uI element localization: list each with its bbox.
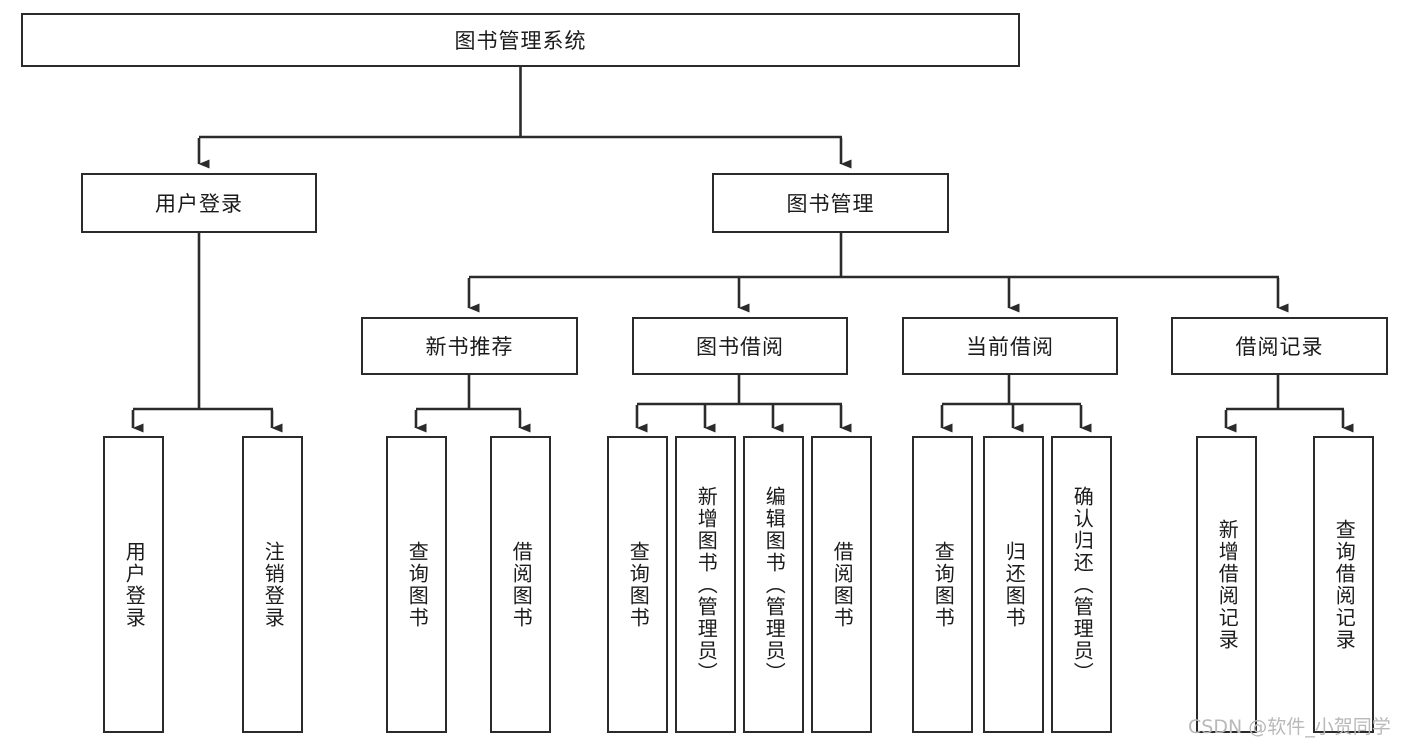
leaf-recommend-borrow-book[interactable]: 借阅图书 [490, 436, 551, 733]
watermark: CSDN @软件_小贺同学 [1188, 716, 1391, 738]
node-current-borrow-label: 当前借阅 [966, 335, 1054, 359]
leaf-label: 查询图书 [626, 540, 651, 629]
leaf-label: 查询图书 [405, 540, 430, 629]
node-root[interactable]: 图书管理系统 [21, 13, 1020, 67]
leaf-user-login-login[interactable]: 用户登录 [103, 436, 164, 733]
leaf-borrow-query-book[interactable]: 查询图书 [607, 436, 668, 733]
leaf-label: 借阅图书 [830, 540, 855, 629]
leaf-label: 查询图书 [931, 540, 956, 629]
leaf-label: 用户登录 [122, 540, 147, 629]
leaf-borrow-borrow-book[interactable]: 借阅图书 [811, 436, 872, 733]
leaf-label: 确认归还（管理员） [1070, 485, 1095, 684]
leaf-record-query-record[interactable]: 查询借阅记录 [1313, 436, 1374, 733]
node-user-login[interactable]: 用户登录 [81, 173, 317, 233]
leaf-label: 借阅图书 [509, 540, 534, 629]
leaf-record-add-record[interactable]: 新增借阅记录 [1196, 436, 1257, 733]
node-book-management[interactable]: 图书管理 [712, 173, 949, 233]
leaf-label: 注销登录 [261, 540, 286, 629]
leaf-label: 新增图书（管理员） [694, 485, 719, 684]
leaf-current-query-book[interactable]: 查询图书 [912, 436, 973, 733]
leaf-label: 归还图书 [1002, 540, 1027, 629]
node-root-label: 图书管理系统 [454, 29, 587, 53]
leaf-current-confirm-return-admin[interactable]: 确认归还（管理员） [1051, 436, 1112, 733]
node-new-book-recommend-label: 新书推荐 [425, 335, 514, 359]
node-user-login-label: 用户登录 [155, 192, 243, 216]
node-book-borrow[interactable]: 图书借阅 [632, 317, 848, 375]
leaf-borrow-add-book-admin[interactable]: 新增图书（管理员） [675, 436, 736, 733]
node-borrow-record[interactable]: 借阅记录 [1171, 317, 1388, 375]
node-book-management-label: 图书管理 [786, 192, 875, 216]
node-book-borrow-label: 图书借阅 [696, 335, 784, 359]
leaf-label: 查询借阅记录 [1332, 518, 1357, 651]
leaf-user-login-logout[interactable]: 注销登录 [242, 436, 303, 733]
leaf-borrow-edit-book-admin[interactable]: 编辑图书（管理员） [743, 436, 804, 733]
node-current-borrow[interactable]: 当前借阅 [902, 317, 1118, 375]
leaf-label: 编辑图书（管理员） [762, 485, 787, 684]
leaf-recommend-query-book[interactable]: 查询图书 [386, 436, 447, 733]
leaf-current-return-book[interactable]: 归还图书 [983, 436, 1044, 733]
leaf-label: 新增借阅记录 [1215, 518, 1240, 651]
node-new-book-recommend[interactable]: 新书推荐 [361, 317, 578, 375]
node-borrow-record-label: 借阅记录 [1235, 335, 1324, 359]
